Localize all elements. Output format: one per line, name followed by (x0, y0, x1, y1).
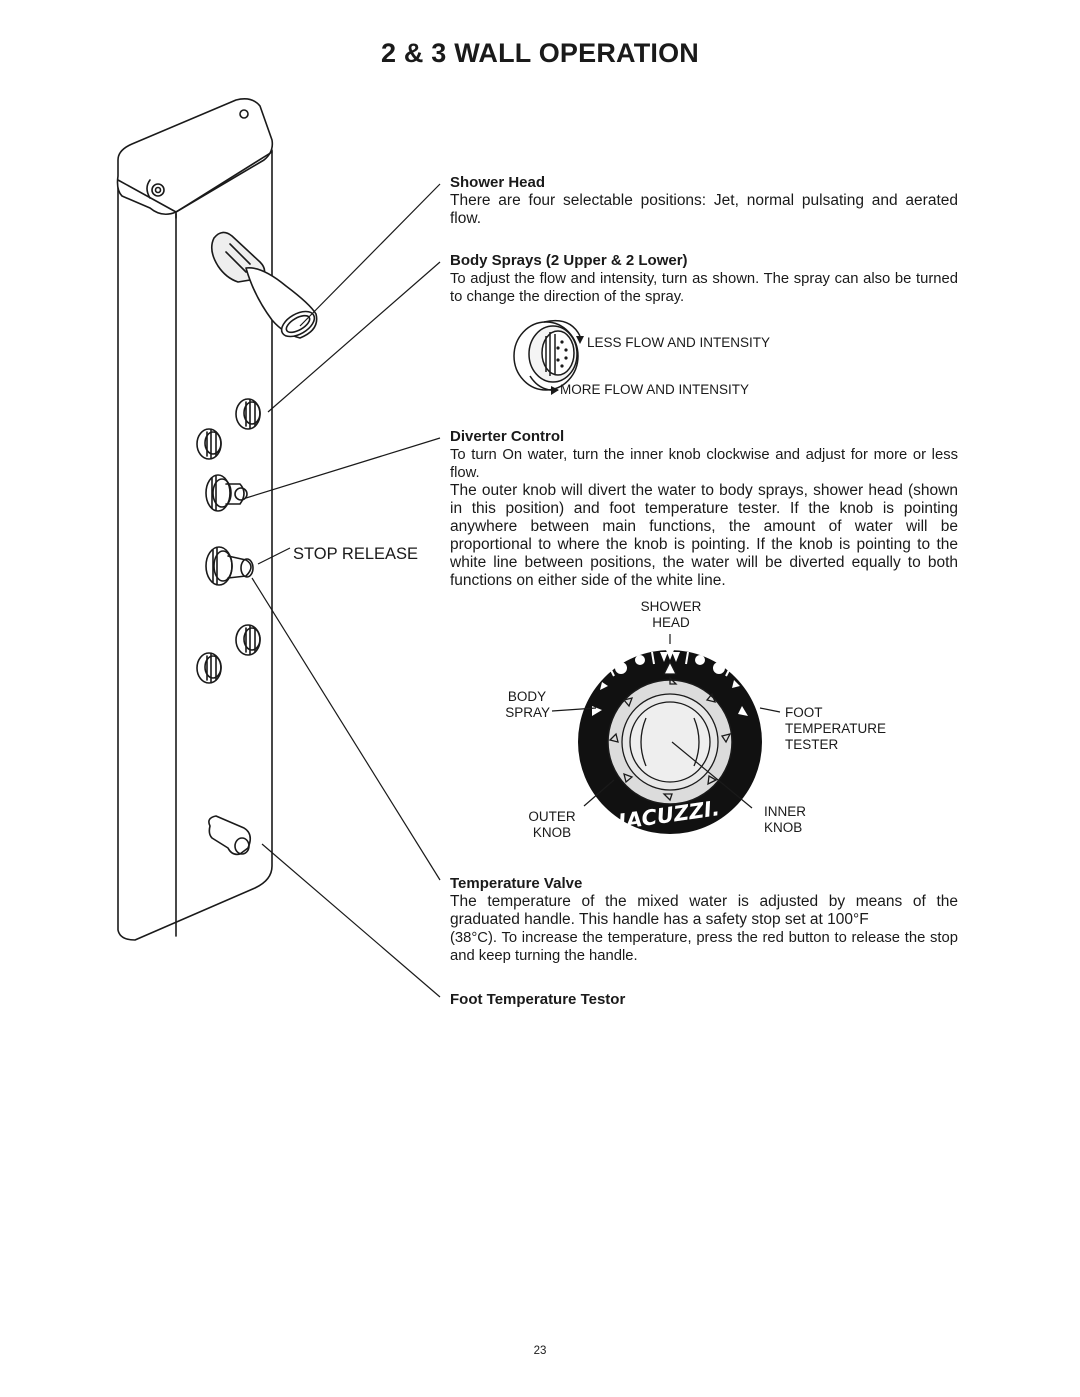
page-number: 23 (533, 1345, 547, 1357)
shower-head-dial-label: SHOWER HEAD (640, 599, 702, 630)
shower-head-heading: Shower Head (450, 174, 546, 191)
shower-head-text: There are four selectable positions: Jet… (450, 192, 958, 227)
temperature-valve-text-1: The temperature of the mixed water is ad… (450, 893, 958, 928)
page-title: 2 & 3 WALL OPERATION (380, 38, 700, 68)
foot-temperature-heading: Foot Temperature Testor (450, 991, 626, 1008)
body-spray-upper-left (196, 428, 222, 460)
body-spray-upper-right (235, 398, 261, 430)
diverter-knob-drawing (205, 474, 248, 512)
inner-knob-label: INNER KNOB (764, 804, 807, 835)
less-flow-label: LESS FLOW AND INTENSITY (587, 335, 771, 350)
body-spray-dial-label: BODY SPRAY (505, 689, 550, 720)
body-sprays-heading: Body Sprays (2 Upper & 2 Lower) (450, 252, 688, 269)
outer-knob-label: OUTER KNOB (528, 809, 576, 840)
temperature-valve-heading: Temperature Valve (450, 875, 583, 892)
shower-head-drawing (210, 231, 318, 339)
diverter-control-text-1: To turn On water, turn the inner knob cl… (450, 447, 958, 481)
body-sprays-text: To adjust the flow and intensity, turn a… (450, 271, 958, 305)
spout-drawing (208, 815, 252, 856)
more-flow-label: MORE FLOW AND INTENSITY (560, 382, 750, 397)
diverter-control-text-2: The outer knob will divert the water to … (450, 482, 958, 589)
body-spray-lower-left (196, 652, 222, 684)
body-spray-lower-right (235, 624, 261, 656)
temperature-valve-drawing (205, 546, 254, 586)
stop-release-callout: STOP RELEASE (293, 545, 419, 563)
diverter-control-heading: Diverter Control (450, 428, 565, 445)
foot-tester-dial-label: FOOT TEMPERATURE TESTER (785, 705, 887, 752)
temperature-valve-text-2: (38°C). To increase the temperature, pre… (450, 930, 958, 964)
